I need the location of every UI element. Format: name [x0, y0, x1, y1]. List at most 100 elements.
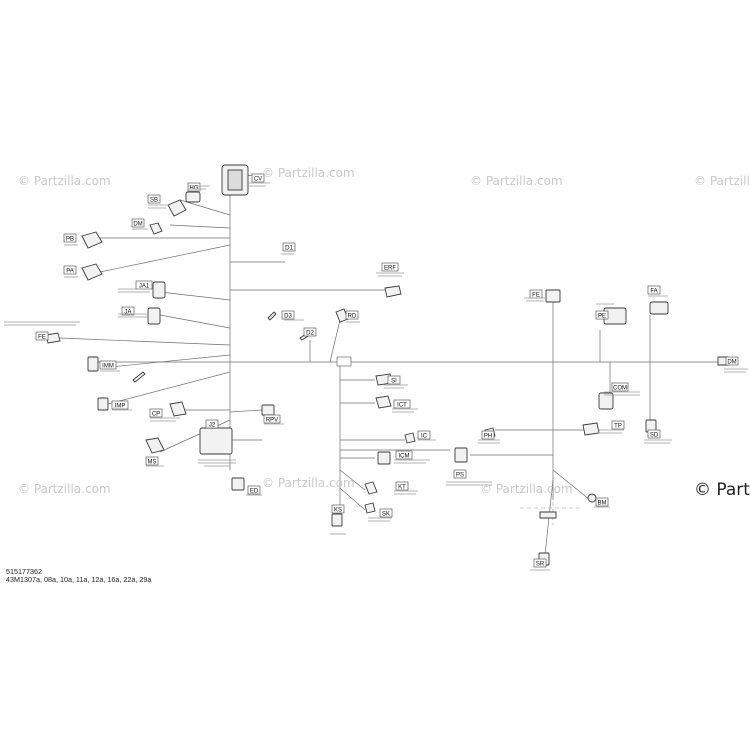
connector-label-pe: PE: [595, 310, 609, 320]
label-text: CP: [152, 411, 160, 417]
label-box: [331, 504, 345, 514]
connector-label-imm: IMM: [99, 360, 117, 370]
connector-label-erf: ERF: [381, 262, 399, 272]
harness-wires: [59, 174, 720, 556]
label-box: [205, 419, 219, 429]
connector-label-dm2: DM: [725, 356, 739, 366]
watermark: © Partzilla.com: [262, 476, 355, 490]
label-box: [387, 375, 401, 385]
connector-label-imp: IMP: [111, 400, 129, 410]
label-text: IMP: [115, 403, 126, 409]
connector-label-kt: KT: [395, 481, 409, 491]
watermark: © Partzilla.com: [470, 174, 563, 188]
connector-label-icm: ICM: [395, 450, 413, 460]
label-text: IC: [421, 433, 428, 439]
label-text: ERF: [384, 265, 396, 271]
watermark-edge: © Partz: [694, 480, 750, 500]
label-text: FE: [38, 334, 46, 340]
label-box: [251, 173, 265, 183]
connector-label-cp: CP: [149, 408, 163, 418]
label-text: SR: [536, 561, 545, 567]
connector-label-sk: SK: [379, 508, 393, 518]
label-box: [345, 310, 359, 320]
label-text: FE: [532, 292, 540, 298]
label-text: J2: [209, 422, 216, 428]
label-text: PE: [598, 313, 606, 319]
connector-label-d3: D3: [281, 310, 295, 320]
label-box: [247, 485, 261, 495]
connector-label-ph: PH: [481, 430, 495, 440]
label-box: [379, 508, 393, 518]
label-box: [395, 450, 413, 460]
label-box: [481, 430, 495, 440]
connector-label-pa: PA: [63, 265, 77, 275]
label-text: DM: [133, 221, 142, 227]
label-text: RPV: [266, 417, 278, 423]
label-box: [63, 265, 77, 275]
dashed-guides: [520, 495, 580, 525]
watermark: © Partzilla.com: [694, 174, 750, 188]
connector-label-ps: PS: [453, 469, 467, 479]
connector-label-hg: HG: [187, 182, 201, 191]
label-text: COM: [613, 385, 627, 391]
label-box: [611, 420, 625, 430]
connector-label-d1: D1: [282, 242, 296, 251]
connector-label-d2: D2: [303, 327, 317, 337]
connector-label-ms: MS: [145, 456, 159, 466]
model-line: 43M1307a, 08a, 10a, 11a, 12a, 16a, 22a, …: [6, 575, 152, 584]
connector-label-pb: PB: [63, 233, 77, 243]
label-box: [149, 408, 163, 418]
connector-label-tp: TP: [611, 420, 625, 430]
label-text: IMM: [102, 363, 114, 369]
label-text: ICT: [397, 402, 407, 408]
watermark: © Partzilla.com: [18, 482, 111, 496]
label-box: [35, 331, 49, 341]
label-text: KT: [398, 484, 406, 490]
label-text: D2: [306, 330, 314, 336]
label-text: SI: [391, 378, 397, 384]
label-box: [595, 310, 609, 320]
label-text: TP: [614, 423, 622, 429]
connector-label-si: SI: [387, 375, 401, 385]
label-text: MS: [148, 459, 157, 465]
label-box: [63, 233, 77, 243]
label-box: [121, 306, 135, 316]
label-box: [647, 429, 661, 439]
connector-label-bm: BM: [595, 497, 609, 507]
label-box: [281, 310, 295, 320]
connector-label-cv: CV: [251, 173, 265, 183]
label-text: SD: [650, 432, 659, 438]
label-text: CV: [254, 176, 262, 182]
label-text: D3: [284, 313, 292, 319]
label-text: ED: [250, 488, 259, 494]
label-box: [145, 456, 159, 466]
connector-labels: CVSBHGDMPBPAD1ERFJA1JAD3FED2RDIMMSIIMPCP…: [35, 173, 739, 568]
label-text: ICM: [399, 453, 410, 459]
connector-label-fa: FA: [647, 285, 661, 295]
label-text: BM: [598, 500, 607, 506]
connector-label-fe2: FE: [529, 289, 543, 299]
watermark: © Partzilla.com: [480, 482, 573, 496]
label-box: [263, 414, 281, 424]
connector-label-ict: ICT: [393, 399, 411, 409]
description-lines: [4, 182, 748, 571]
label-box: [595, 497, 609, 507]
label-text: DM: [727, 359, 736, 365]
connector-label-ks: KS: [331, 504, 345, 514]
label-text: D1: [285, 245, 293, 251]
connector-label-ed: ED: [247, 485, 261, 495]
connector-label-ic: IC: [417, 430, 431, 440]
label-text: PH: [484, 433, 492, 439]
connector-label-com: COM: [611, 382, 629, 392]
label-text: SB: [150, 197, 158, 203]
watermark: © Partzilla.com: [262, 166, 355, 180]
label-text: SK: [382, 511, 390, 517]
label-box: [395, 481, 409, 491]
connector-label-ja: JA: [121, 306, 135, 316]
label-text: PS: [456, 472, 464, 478]
label-box: [611, 382, 629, 392]
label-box: [131, 218, 145, 228]
label-box: [147, 194, 161, 204]
label-box: [417, 430, 431, 440]
